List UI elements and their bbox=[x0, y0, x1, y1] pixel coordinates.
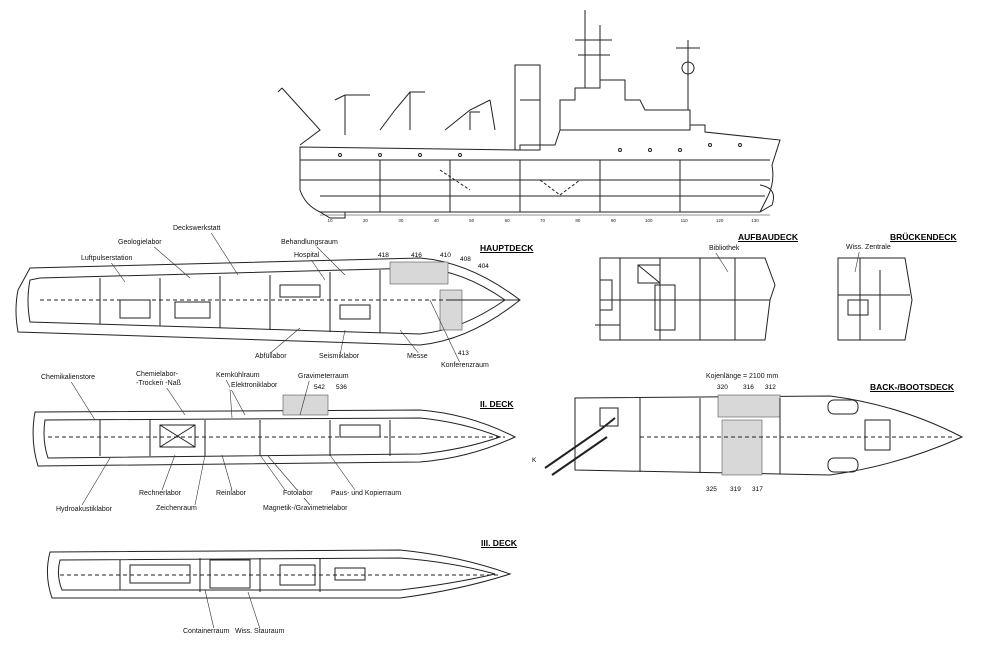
label-kernkuehlraum: Kernkühlraum bbox=[215, 372, 261, 380]
label-reinlabor: Reinlabor bbox=[215, 490, 247, 498]
room-number-319: 319 bbox=[730, 486, 741, 493]
frame-number: 80 bbox=[575, 218, 581, 223]
frame-number: 70 bbox=[540, 218, 546, 223]
hauptdeck-outline bbox=[15, 257, 521, 346]
brueckendeck-plan bbox=[837, 257, 913, 341]
label-elektroniklabor: Elektroniklabor bbox=[230, 382, 279, 390]
room-number-536: 536 bbox=[336, 384, 347, 391]
frame-number: 10 bbox=[327, 218, 333, 223]
cabins-320-312-shaded bbox=[717, 394, 781, 418]
room-number-542: 542 bbox=[314, 384, 325, 391]
aufbaudeck-plan bbox=[595, 257, 776, 341]
label-zeichenraum: Zeichenraum bbox=[155, 505, 198, 513]
label-chemielabor: Chemielabor- bbox=[135, 371, 180, 379]
frame-number: 60 bbox=[505, 218, 511, 223]
frame-number: 30 bbox=[398, 218, 404, 223]
ship-side-elevation bbox=[277, 10, 781, 219]
label-deckswerkstatt: Deckswerkstatt bbox=[172, 225, 222, 233]
label-bibliothek: Bibliothek bbox=[708, 245, 741, 253]
brueckendeck-outline bbox=[837, 257, 913, 341]
frame-number: 40 bbox=[434, 218, 440, 223]
lifeboat-port bbox=[827, 399, 859, 415]
frame-number: 110 bbox=[681, 218, 689, 223]
frame-number: 90 bbox=[611, 218, 617, 223]
label-behandlungsraum: Behandlungsraum bbox=[280, 239, 339, 247]
label-kojenlaenge: Kojenlänge = 2100 mm bbox=[705, 373, 780, 381]
cabins-418-404-shaded bbox=[389, 261, 449, 285]
frame-number: 100 bbox=[645, 218, 653, 223]
label-hydroakustiklabor: Hydroakustiklabor bbox=[55, 506, 114, 514]
cabins-542-536-shaded bbox=[282, 394, 329, 416]
lifeboat-starboard bbox=[827, 457, 859, 473]
mark-k: K bbox=[532, 457, 537, 464]
label-wiss-stauraum: Wiss. Stauraum bbox=[234, 628, 286, 636]
frame-number: 50 bbox=[469, 218, 475, 223]
ii-deck-outline bbox=[32, 409, 517, 467]
superstructure bbox=[559, 79, 691, 130]
label-seismiklabor: Seismiklabor bbox=[318, 353, 361, 361]
deck-title-ii-deck: II. DECK bbox=[480, 399, 514, 409]
room-number-418: 418 bbox=[378, 252, 389, 259]
room-number-312: 312 bbox=[765, 384, 776, 391]
label-luftpulserstation: Luftpulserstation bbox=[80, 255, 134, 263]
room-number-316: 316 bbox=[743, 384, 754, 391]
bootsdeck-plan bbox=[544, 394, 964, 476]
stern-crane bbox=[277, 87, 321, 146]
label-messe: Messe bbox=[406, 353, 429, 361]
label-chemielabor-trocken-nass: -Trocken -Naß bbox=[135, 380, 182, 388]
hull-side-outline bbox=[299, 124, 781, 213]
room-number-410: 410 bbox=[440, 252, 451, 259]
label-containerraum: Containerraum bbox=[182, 628, 231, 636]
room-number-408: 408 bbox=[460, 256, 471, 263]
frame-number-scale: 10 20 30 40 50 60 70 80 90 100 110 120 130 bbox=[327, 218, 759, 223]
label-hospital: Hospital bbox=[293, 252, 321, 260]
deck-title-brueckendeck: BRÜCKENDECK bbox=[890, 232, 957, 242]
deck-title-back-bootsdeck: BACK-/BOOTSDECK bbox=[870, 382, 955, 392]
portholes bbox=[338, 143, 742, 157]
label-chemikalienstore: Chemikalienstore bbox=[40, 374, 97, 382]
deck-title-aufbaudeck: AUFBAUDECK bbox=[738, 232, 798, 242]
label-wiss-zentrale: Wiss. Zentrale bbox=[845, 244, 892, 252]
room-number-317: 317 bbox=[752, 486, 763, 493]
frame-number: 130 bbox=[751, 218, 759, 223]
deck-title-iii-deck: III. DECK bbox=[481, 538, 517, 548]
room-number-320: 320 bbox=[717, 384, 728, 391]
label-konferenzraum: Konferenzraum bbox=[440, 362, 490, 370]
label-geologielabor: Geologielabor bbox=[117, 239, 163, 247]
funnel bbox=[514, 64, 541, 151]
stern-bulb bbox=[759, 184, 774, 213]
iii-deck-plan bbox=[46, 549, 512, 599]
label-paus-kopierraum: Paus- und Kopierraum bbox=[330, 490, 403, 498]
label-rechnerlabor: Rechnerlabor bbox=[138, 490, 183, 498]
room-number-413: 413 bbox=[458, 350, 469, 357]
label-fotolabor: Fotolabor bbox=[282, 490, 314, 498]
cabins-325-317-shaded bbox=[721, 419, 763, 476]
frame-number: 20 bbox=[363, 218, 369, 223]
frame-number: 120 bbox=[716, 218, 724, 223]
deck-title-hauptdeck: HAUPTDECK bbox=[480, 243, 534, 253]
room-number-325: 325 bbox=[706, 486, 717, 493]
a-frame-crane bbox=[544, 417, 616, 476]
iii-deck-outline bbox=[46, 549, 512, 599]
room-number-416: 416 bbox=[411, 252, 422, 259]
label-magnetik-gravimetrielabor: Magnetik-/Gravimetrielabor bbox=[262, 505, 349, 513]
ii-deck-plan bbox=[32, 394, 517, 467]
label-gravimeterraum: Gravimeterraum bbox=[297, 373, 350, 381]
aufbaudeck-outline bbox=[599, 257, 776, 341]
hauptdeck-plan bbox=[15, 257, 521, 346]
label-abfuellabor: Abfüllabor bbox=[254, 353, 288, 361]
room-number-404: 404 bbox=[478, 263, 489, 270]
